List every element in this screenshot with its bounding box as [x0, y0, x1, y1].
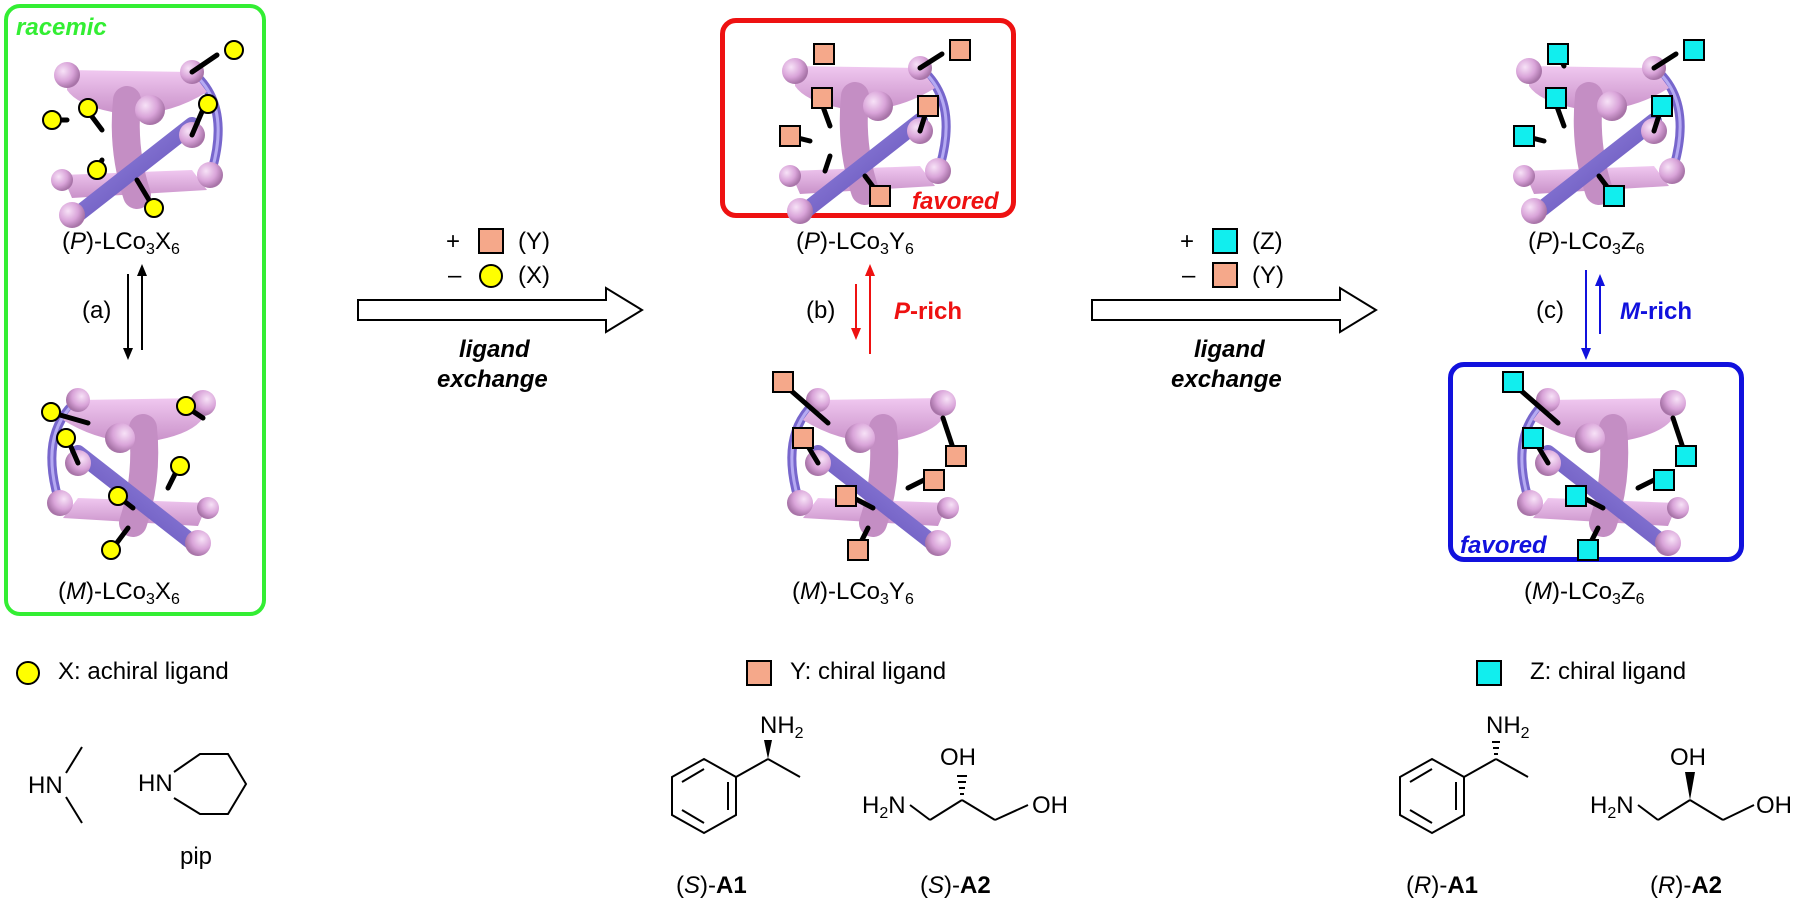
- step-a-label: (a): [82, 297, 112, 324]
- racemic-frame: [4, 4, 266, 616]
- exchange-arrow-2: [1091, 286, 1378, 334]
- m-lco3x6-label: (M)-LCo3X6: [58, 578, 180, 608]
- cage-p-y: [770, 39, 971, 226]
- equilibrium-arrows-c: [1581, 270, 1605, 360]
- p-lco3x6-label: (P)-LCo3X6: [62, 228, 180, 258]
- exchange-arrow-1: [357, 286, 644, 334]
- s-a1-label: (S)-A1: [676, 872, 747, 899]
- arrow2-caption-1: ligand: [1194, 336, 1265, 363]
- arrow2-plus-label: (Z): [1252, 228, 1283, 255]
- s-a2-h2n: H2N: [862, 792, 906, 822]
- dimethylamine-bonds: [65, 746, 83, 824]
- racemic-tag: racemic: [16, 14, 107, 41]
- r-a2-structure: [1637, 772, 1755, 821]
- arrow2-caption-2: exchange: [1171, 366, 1282, 393]
- arrow1-minus-label: (X): [518, 262, 550, 289]
- pip-label: pip: [180, 843, 213, 870]
- r-a1-structure: [1399, 741, 1529, 835]
- cage-m-z: [1502, 371, 1698, 558]
- arrow1-caption-2: exchange: [437, 366, 548, 393]
- legend-x-circle-icon: [16, 661, 40, 685]
- s-a1-nh2: NH2: [760, 712, 804, 742]
- arrow1-minus: –: [448, 262, 462, 289]
- p-favored-frame: [720, 18, 1016, 218]
- s-a1-structure: [671, 740, 801, 835]
- p-lco3y6-label: (P)-LCo3Y6: [796, 228, 914, 258]
- equilibrium-arrows-b: [851, 264, 875, 354]
- legend-y-text: Y: chiral ligand: [790, 658, 947, 685]
- step-c-label: (c): [1536, 297, 1564, 324]
- arrow1-plus: +: [446, 228, 461, 255]
- piperidine-ring: [173, 753, 248, 815]
- r-a2-h2n: H2N: [1590, 792, 1634, 822]
- arrow2-minus-label: (Y): [1252, 262, 1284, 289]
- cage-p-z: [1504, 39, 1705, 226]
- s-a2-structure: [909, 775, 1029, 821]
- piperidine-hn: HN: [138, 770, 173, 797]
- cage-m-y: [772, 371, 968, 558]
- ligand-x-circle-icon: [479, 264, 503, 288]
- r-a2-oh-top: OH: [1670, 744, 1706, 771]
- r-a2-oh-right: OH: [1756, 792, 1792, 819]
- ligand-y-square-icon: [478, 228, 504, 254]
- r-a1-nh2: NH2: [1486, 712, 1530, 742]
- legend-y-square-icon: [746, 660, 772, 686]
- r-a1-label: (R)-A1: [1406, 872, 1479, 899]
- cage-p-x: [42, 40, 244, 230]
- p-favored-tag: favored: [912, 188, 999, 215]
- dimethylamine-hn: HN: [28, 772, 63, 799]
- legend-z-square-icon: [1476, 660, 1502, 686]
- arrow1-caption-1: ligand: [459, 336, 530, 363]
- m-rich-label: M-rich: [1620, 298, 1693, 325]
- legend-x-text: X: achiral ligand: [58, 658, 229, 685]
- arrow2-minus: –: [1182, 262, 1196, 289]
- p-lco3z6-label: (P)-LCo3Z6: [1528, 228, 1645, 258]
- arrow1-plus-label: (Y): [518, 228, 550, 255]
- ligand-z-square-icon: [1212, 228, 1238, 254]
- m-lco3y6-label: (M)-LCo3Y6: [792, 578, 914, 608]
- legend-z-text: Z: chiral ligand: [1530, 658, 1687, 685]
- ligand-y-square-icon-2: [1212, 262, 1238, 288]
- s-a2-oh-right: OH: [1032, 792, 1068, 819]
- step-b-label: (b): [806, 297, 836, 324]
- arrow2-plus: +: [1180, 228, 1195, 255]
- r-a2-label: (R)-A2: [1650, 872, 1723, 899]
- equilibrium-arrows-a: [123, 264, 147, 360]
- cage-m-x: [28, 368, 228, 558]
- s-a2-oh-top: OH: [940, 744, 976, 771]
- p-rich-label: P-rich: [894, 298, 963, 325]
- s-a2-label: (S)-A2: [920, 872, 991, 899]
- m-favored-tag: favored: [1460, 532, 1547, 559]
- m-lco3z6-label: (M)-LCo3Z6: [1524, 578, 1645, 608]
